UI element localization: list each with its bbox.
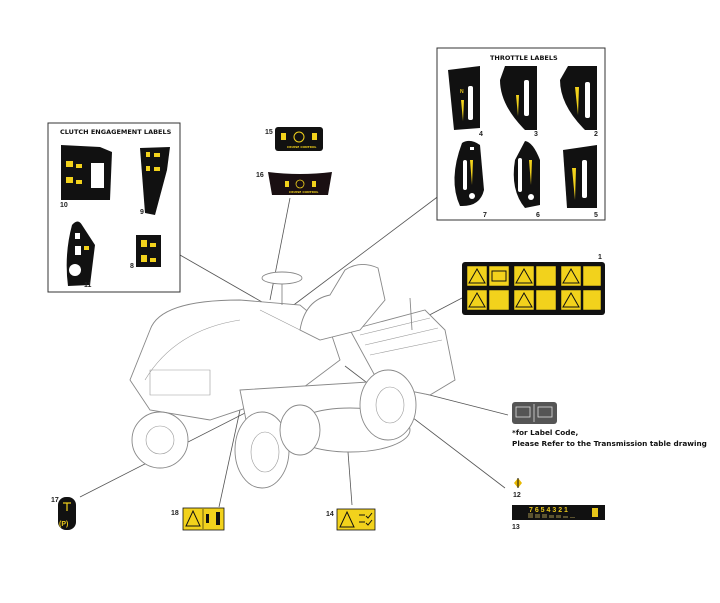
throttle-label-5 bbox=[563, 145, 597, 208]
transmission-note-line2: Please Refer to the Transmission table d… bbox=[512, 439, 707, 448]
callout-3: 3 bbox=[534, 131, 538, 138]
callout-17: 17 bbox=[51, 497, 59, 504]
callout-15: 15 bbox=[265, 129, 273, 136]
warning-label-18: 18 bbox=[171, 507, 225, 531]
clutch-label-10 bbox=[61, 145, 112, 200]
clutch-group-title: CLUTCH ENGAGEMENT LABELS bbox=[60, 128, 172, 136]
callout-4: 4 bbox=[479, 131, 483, 138]
cruise-label-16 bbox=[268, 172, 332, 195]
svg-text:CRUISE CONTROL: CRUISE CONTROL bbox=[289, 190, 318, 194]
callout-1: 1 bbox=[598, 254, 602, 261]
svg-text:7 6 5 4 3 2 1: 7 6 5 4 3 2 1 bbox=[529, 507, 568, 514]
callout-6: 6 bbox=[536, 212, 540, 219]
throttle-group-title: THROTTLE LABELS bbox=[490, 54, 558, 62]
leader-lines bbox=[79, 194, 509, 508]
callout-5: 5 bbox=[594, 212, 598, 219]
cruise-label-15 bbox=[275, 127, 323, 151]
transmission-note-line1: *for Label Code, bbox=[512, 428, 578, 437]
callout-9: 9 bbox=[140, 209, 144, 216]
warning-label-14: 14 bbox=[326, 508, 376, 531]
callout-11: 11 bbox=[84, 282, 92, 289]
callout-14: 14 bbox=[326, 511, 334, 518]
transmission-label: *for Label Code, Please Refer to the Tra… bbox=[512, 402, 707, 448]
throttle-labels-group: THROTTLE LABELS N 4 3 2 7 6 5 bbox=[436, 47, 606, 221]
svg-text:N: N bbox=[460, 89, 464, 95]
safety-label-1: 1 bbox=[462, 254, 605, 315]
clutch-label-9 bbox=[140, 147, 170, 215]
park-label-17: 17 (P) bbox=[51, 497, 76, 530]
speed-label-13: 7 6 5 4 3 2 1 13 bbox=[512, 505, 605, 531]
callout-10: 10 bbox=[60, 202, 68, 209]
lawn-tractor-drawing bbox=[129, 264, 456, 489]
clutch-labels-group: CLUTCH ENGAGEMENT LABELS 10 9 11 8 bbox=[47, 122, 181, 293]
clutch-label-8 bbox=[136, 235, 161, 267]
svg-text:(P): (P) bbox=[59, 521, 68, 528]
svg-text:CRUISE CONTROL: CRUISE CONTROL bbox=[287, 145, 316, 149]
callout-18: 18 bbox=[171, 510, 179, 517]
cruise-control-labels: 15 CRUISE CONTROL 16 CRUISE CONTROL bbox=[256, 127, 332, 195]
callout-7: 7 bbox=[483, 212, 487, 219]
callout-13: 13 bbox=[512, 524, 520, 531]
throttle-label-7 bbox=[454, 140, 484, 207]
callout-16: 16 bbox=[256, 172, 264, 179]
callout-8: 8 bbox=[130, 263, 134, 270]
callout-2: 2 bbox=[594, 131, 598, 138]
label-12: 12 bbox=[513, 478, 522, 499]
callout-12: 12 bbox=[513, 492, 521, 499]
